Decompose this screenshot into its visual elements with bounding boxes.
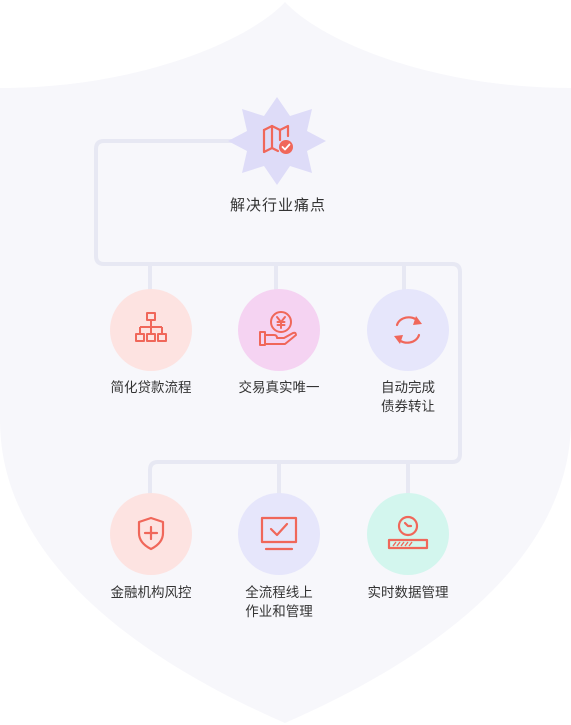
label-simplify-loan: 简化贷款流程 xyxy=(110,380,192,396)
label-realtime-data: 实时数据管理 xyxy=(367,585,449,601)
label-online-workflow-line1: 全流程线上 xyxy=(245,585,313,601)
org-chart-icon xyxy=(135,312,167,342)
map-check-icon xyxy=(262,124,293,154)
node-risk-control xyxy=(110,493,192,575)
label-online-workflow-line2: 作业和管理 xyxy=(245,604,313,620)
label-risk-control: 金融机构风控 xyxy=(110,585,192,601)
node-auto-bond-transfer xyxy=(367,289,449,371)
yuan-hand-icon xyxy=(259,311,297,346)
refresh-icon xyxy=(394,316,422,344)
monitor-check-icon xyxy=(260,516,298,551)
node-simplify-loan xyxy=(110,289,192,371)
label-online-workflow: 全流程线上 作业和管理 xyxy=(214,584,344,622)
label-auto-bond-transfer-line1: 自动完成 xyxy=(381,380,435,396)
label-auto-bond-transfer: 自动完成 债券转让 xyxy=(343,379,473,417)
clock-progress-icon xyxy=(387,515,429,550)
label-auto-bond-transfer-line2: 债券转让 xyxy=(381,399,435,415)
label-unique-transaction: 交易真实唯一 xyxy=(238,380,320,396)
node-online-workflow xyxy=(238,493,320,575)
center-title: 解决行业痛点 xyxy=(229,196,326,214)
node-unique-transaction xyxy=(238,289,320,371)
shield-plus-icon xyxy=(137,516,165,551)
node-realtime-data xyxy=(367,493,449,575)
center-star-badge xyxy=(228,97,326,185)
